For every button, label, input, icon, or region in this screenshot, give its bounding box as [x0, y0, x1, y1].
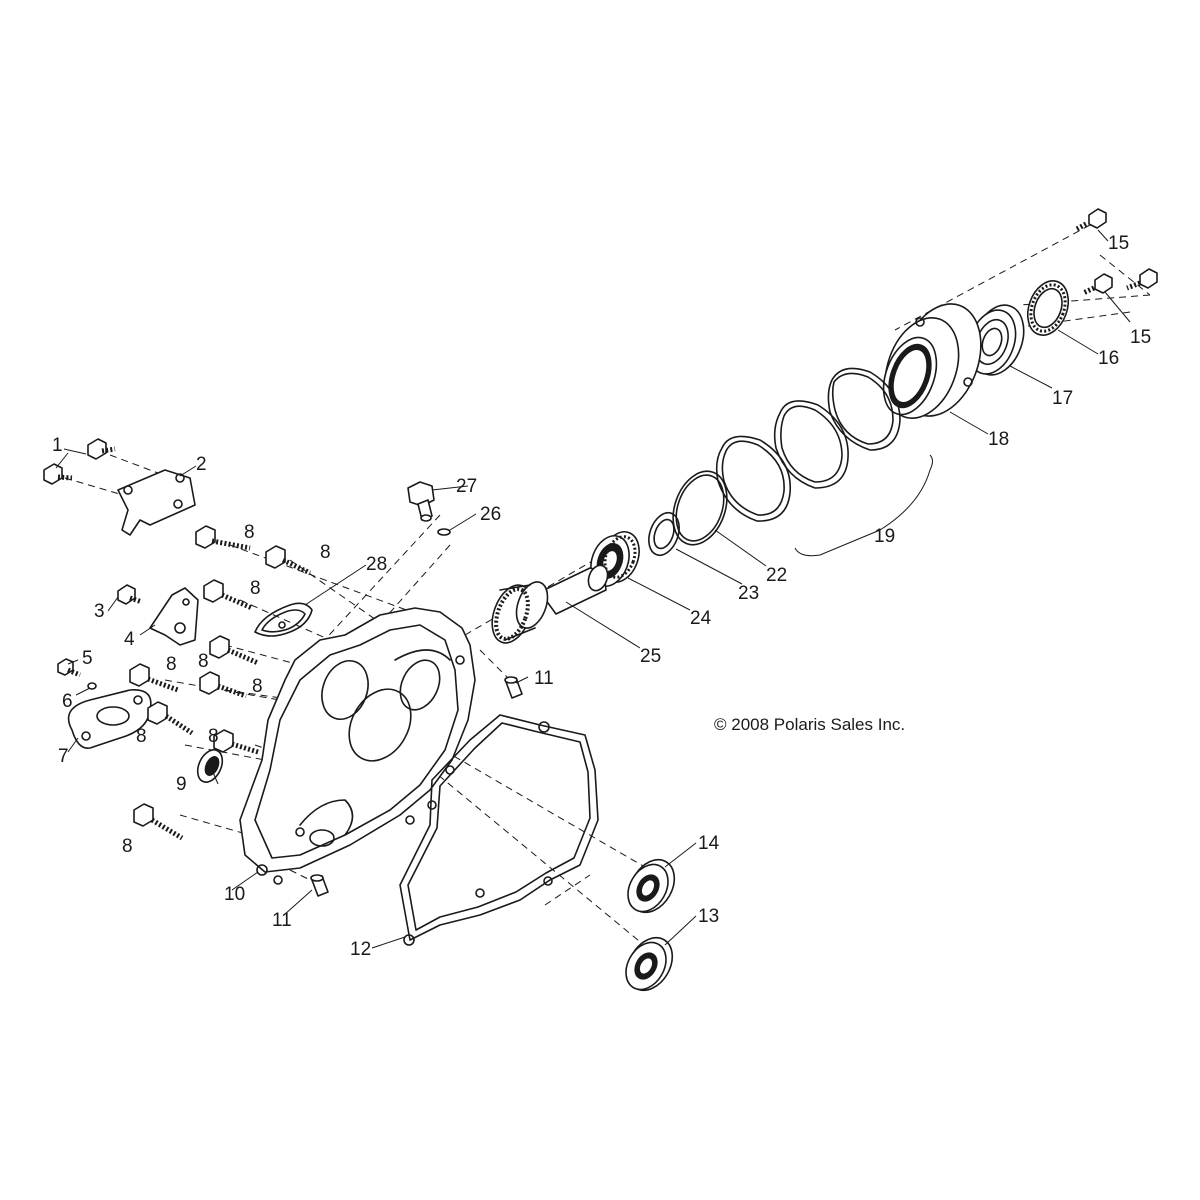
callout-19: 19 [874, 526, 895, 547]
bearing-housing-18 [882, 303, 982, 420]
callout-8a: 8 [244, 522, 255, 543]
dowel-11b [310, 874, 329, 897]
bracket-2 [117, 469, 196, 536]
shims-19 [715, 367, 933, 557]
callout-23: 23 [738, 583, 759, 604]
callout-18: 18 [988, 429, 1009, 450]
callout-8h: 8 [208, 726, 219, 747]
callout-15a: 15 [1108, 233, 1129, 254]
callout-10: 10 [224, 884, 245, 905]
bolt-8h [213, 729, 259, 755]
callout-25: 25 [640, 646, 661, 667]
callout-4: 4 [124, 629, 135, 650]
bolt-8b [265, 545, 312, 576]
callout-8f: 8 [252, 676, 263, 697]
callout-8c: 8 [250, 578, 261, 599]
bolt-15a [1073, 208, 1107, 233]
callout-22: 22 [766, 565, 787, 586]
callout-11a: 11 [534, 668, 554, 689]
seal-28 [254, 602, 313, 637]
callout-6: 6 [62, 691, 73, 712]
bolt-8g [147, 701, 194, 736]
shim-19c [715, 435, 792, 522]
bolt-8d [209, 635, 259, 666]
callout-12: 12 [350, 939, 371, 960]
washer-6 [87, 682, 97, 690]
callout-28: 28 [366, 554, 387, 575]
callout-8b: 8 [320, 542, 331, 563]
bolt-8e [129, 663, 179, 693]
callout-8i: 8 [122, 836, 133, 857]
callout-24: 24 [690, 608, 712, 629]
shim-19a [827, 367, 901, 451]
housing-10 [239, 607, 476, 885]
copyright-notice: © 2008 Polaris Sales Inc. [714, 715, 905, 734]
dowel-11a [504, 676, 523, 699]
callout-3: 3 [94, 601, 105, 622]
plug-27 [407, 481, 435, 522]
callout-8g: 8 [136, 726, 147, 747]
bolt-8f [199, 671, 247, 699]
callout-labels: 1 2 3 4 5 6 7 8 8 8 8 8 8 8 8 8 9 10 11 … [52, 233, 1151, 960]
bolts-15 [1073, 208, 1158, 296]
bolt-3 [117, 584, 143, 605]
bearing-13 [625, 936, 674, 992]
o-ring-22 [672, 470, 728, 546]
bolt-5 [57, 658, 81, 678]
bolt-15b [1081, 273, 1113, 296]
plate-4 [149, 587, 199, 646]
retainer-ring-16 [1026, 280, 1070, 336]
callout-5: 5 [82, 648, 93, 669]
callout-27: 27 [456, 476, 477, 497]
callout-8e: 8 [166, 654, 177, 675]
callout-9: 9 [176, 774, 187, 795]
seal-9 [196, 749, 224, 783]
callout-26: 26 [480, 504, 501, 525]
callout-11b: 11 [272, 910, 292, 931]
bolt-15c [1126, 268, 1158, 291]
bolt-8a [195, 525, 251, 551]
callout-2: 2 [196, 454, 207, 475]
washer-23 [648, 511, 680, 557]
callout-17: 17 [1052, 388, 1073, 409]
callout-1: 1 [52, 435, 63, 456]
bevel-gear-25 [491, 564, 609, 644]
bearing-14 [627, 858, 676, 914]
callout-16: 16 [1098, 348, 1119, 369]
callout-13: 13 [698, 906, 719, 927]
shim-19b [773, 400, 849, 489]
gasket-12 [399, 714, 599, 946]
bolt-1b [43, 463, 73, 485]
bolt-8c [203, 579, 253, 611]
leader-lines [55, 229, 1131, 949]
bolt-8i [133, 803, 184, 841]
bolt-1 [87, 438, 116, 460]
bolts-8 [129, 525, 312, 841]
callout-15b: 15 [1130, 327, 1151, 348]
callout-8d: 8 [198, 651, 209, 672]
callout-14: 14 [698, 833, 720, 854]
washer-26 [437, 528, 451, 536]
cover-plate-7 [67, 689, 152, 749]
callout-7: 7 [58, 746, 69, 767]
